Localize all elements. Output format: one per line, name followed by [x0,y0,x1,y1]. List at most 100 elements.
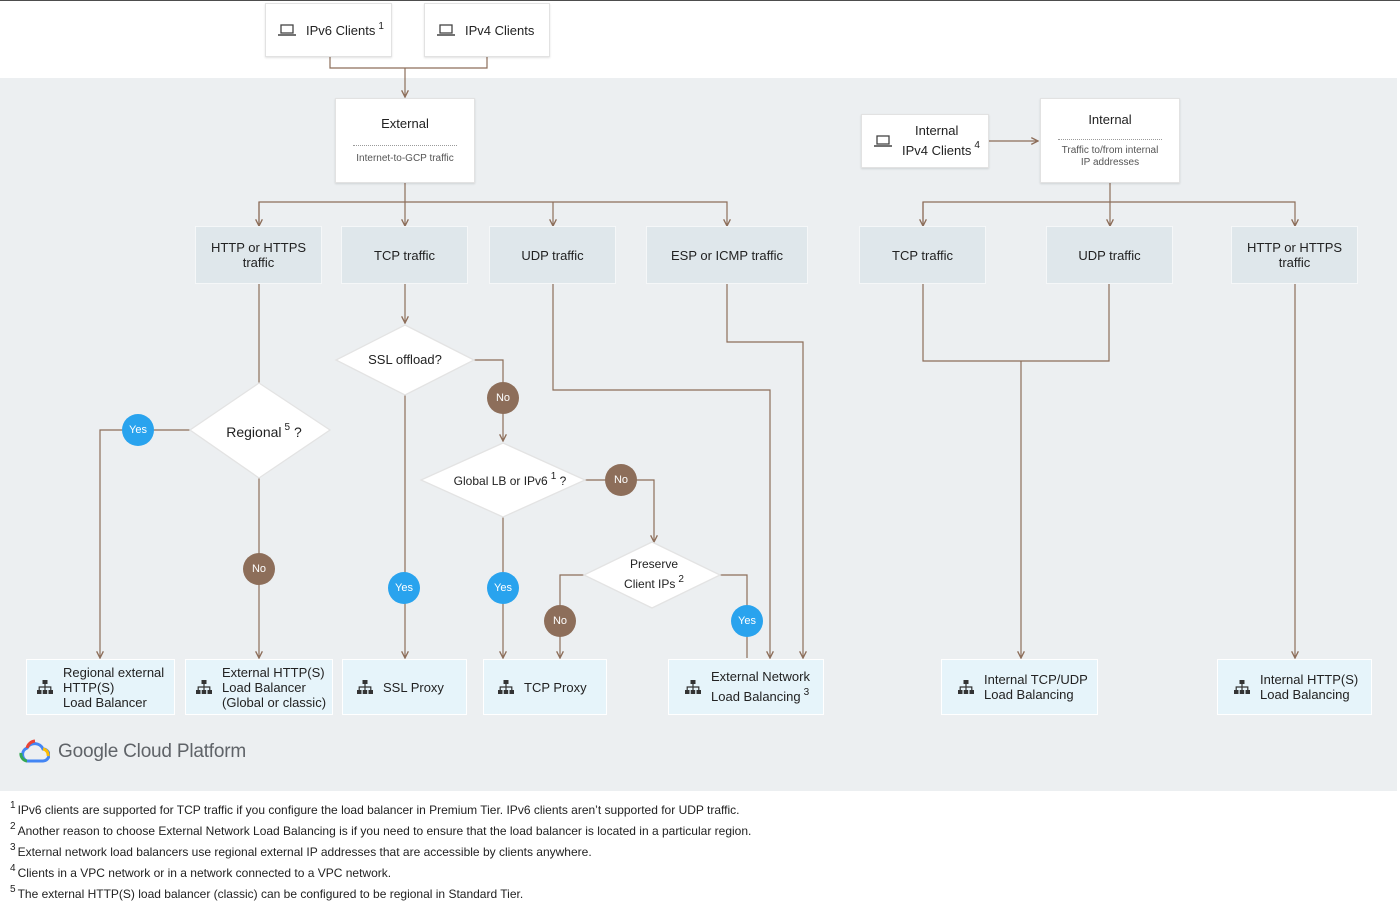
decision-regional-diamond [188,382,332,479]
yes-badge-global-lb: Yes [487,572,519,604]
regional-http-line2: HTTP(S) [63,679,115,695]
no-badge-preserve: No [544,605,576,637]
google-cloud-logo: Google Cloud Platform [18,739,246,765]
load-balancer-icon [357,680,373,694]
decision-ssl-offload-diamond [334,324,476,396]
yes-badge-preserve: Yes [731,605,763,637]
external-http-line3: (Global or classic) [222,694,327,710]
ext-http-line1: HTTP or HTTPS [210,240,307,255]
footnote-ref: 5 [284,422,291,433]
footnote-ref: 2 [678,574,684,585]
int-tcp-traffic-box: TCP traffic [859,226,986,284]
internal-subtitle-line1: Traffic to/from internal [1061,145,1159,156]
ext-udp-traffic-box: UDP traffic [489,226,616,284]
internal-title: Internal [1088,112,1132,127]
load-balancer-icon [498,680,514,694]
ext-network-line1: External Network [711,669,810,684]
tcp-proxy-label: TCP Proxy [524,679,587,695]
load-balancer-icon [1234,680,1250,694]
yes-badge-regional: Yes [122,414,154,446]
decision-ssl-offload-label: SSL offload? [368,350,442,370]
footnote-ref: 4 [974,139,980,151]
load-balancer-icon [958,680,974,694]
ext-tcp-label: TCP traffic [374,247,435,263]
internal-clients-line1: Internal [915,123,959,138]
regional-text: Regional [226,424,282,440]
footnote-ref: 1 [550,471,557,482]
int-tcp-udp-line1: Internal TCP/UDP [984,672,1088,687]
ssl-proxy-box: SSL Proxy [342,659,467,715]
regional-http-line1: Regional external [63,664,165,680]
laptop-icon [278,24,296,36]
int-tcp-label: TCP traffic [892,247,953,263]
internal-subtitle-line2: IP addresses [1080,157,1140,168]
global-lb-suffix: ? [559,474,567,488]
ipv4-clients-box: IPv4 Clients [424,3,550,57]
external-box: External Internet-to-GCP traffic [335,98,475,183]
decision-global-lb-diamond [419,442,587,518]
ext-http-line2: traffic [242,255,275,270]
load-balancer-icon [685,680,701,694]
int-tcp-udp-line2: Load Balancing [984,687,1074,702]
internal-clients-line2: IPv4 Clients [902,143,972,158]
ext-udp-label: UDP traffic [521,247,584,263]
laptop-icon [437,24,455,36]
no-badge-ssl-offload: No [487,382,519,414]
ssl-proxy-label: SSL Proxy [383,679,444,695]
load-balancer-icon [37,680,53,694]
internal-http-lb-box: Internal HTTP(S)Load Balancing [1217,659,1372,715]
cloud-logo-icon [19,739,50,763]
external-subtitle: Internet-to-GCP traffic [356,153,454,164]
ext-esp-icmp-traffic-box: ESP or ICMP traffic [646,226,808,284]
top-divider [0,0,1400,1]
ssl-offload-text: SSL offload? [368,352,442,367]
tcp-proxy-box: TCP Proxy [483,659,607,715]
ext-tcp-traffic-box: TCP traffic [341,226,468,284]
int-http-line1: HTTP or HTTPS [1246,240,1343,255]
regional-suffix: ? [293,424,302,440]
preserve-line1: Preserve [629,557,679,571]
external-title: External [381,116,429,131]
footnote-ref: 1 [378,20,384,32]
ext-esp-label: ESP or ICMP traffic [671,247,783,263]
external-http-line2: Load Balancer [222,679,306,695]
ext-network-line2: Load Balancing [711,689,801,704]
laptop-icon [874,135,892,147]
internal-box: Internal Traffic to/from internal IP add… [1040,98,1180,183]
ipv4-clients-label: IPv4 Clients [465,22,535,38]
decision-preserve-diamond [582,541,722,609]
internal-ipv4-clients-box: Internal IPv4 Clients 4 [861,114,989,168]
int-http-line2-result: Load Balancing [1260,687,1350,702]
yes-badge-ssl-offload: Yes [388,572,420,604]
int-http-line2: traffic [1278,255,1311,270]
external-http-lb-box: External HTTP(S)Load Balancer(Global or … [185,659,333,715]
int-http-line1-result: Internal HTTP(S) [1260,672,1359,687]
int-udp-traffic-box: UDP traffic [1046,226,1173,284]
external-http-line1: External HTTP(S) [222,664,325,680]
ipv6-clients-label: IPv6 Clients [306,22,376,38]
preserve-line2: Client IPs [624,577,676,591]
no-badge-regional: No [243,553,275,585]
global-lb-text: Global LB or IPv6 [453,474,548,488]
no-badge-global-lb: No [605,464,637,496]
int-udp-label: UDP traffic [1078,247,1141,263]
regional-http-line3: Load Balancer [63,694,147,710]
footnote-ref: 3 [803,687,810,698]
logo-text: Google Cloud Platform [58,741,247,762]
